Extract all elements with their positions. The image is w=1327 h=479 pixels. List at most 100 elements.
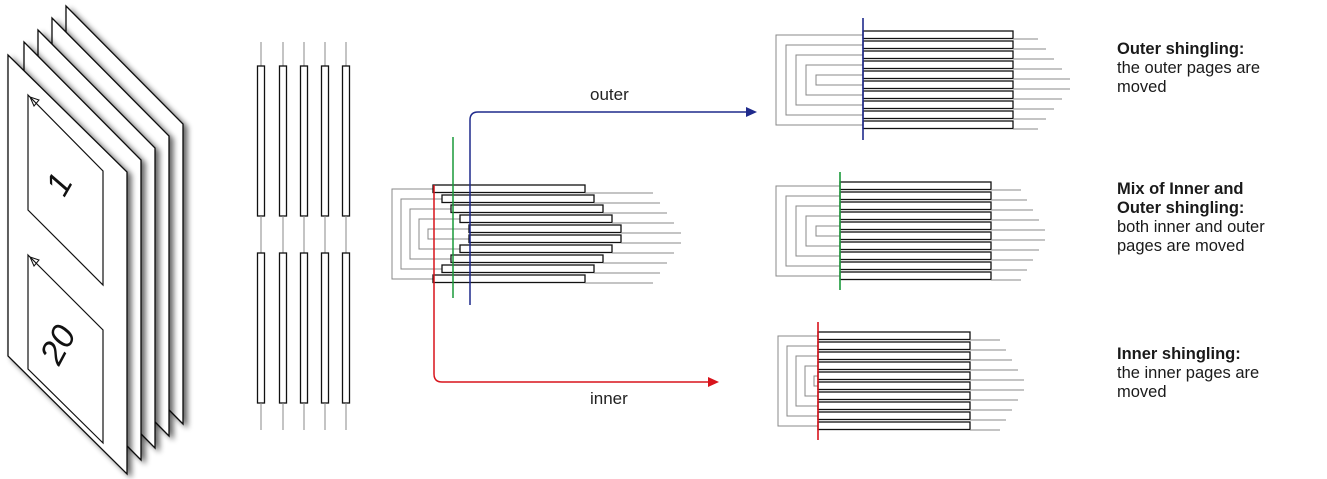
inner-description: Inner shingling: the inner pages are mov… xyxy=(1117,345,1322,402)
arrow-head-icon xyxy=(708,377,719,387)
column-sheet xyxy=(278,65,288,217)
fold-wire xyxy=(815,225,840,237)
fold-wire xyxy=(775,185,840,277)
fold-wire xyxy=(400,198,442,270)
signature-sheet xyxy=(862,70,1014,80)
signature-sheet xyxy=(839,271,992,281)
description-title: Mix of Inner and xyxy=(1117,180,1244,198)
fold-wire xyxy=(804,365,818,397)
signature-sheet xyxy=(468,234,622,244)
description-title: Inner shingling: xyxy=(1117,345,1241,363)
inner-label: inner xyxy=(590,389,628,408)
corner-mark-icon xyxy=(29,256,40,267)
fold-wire xyxy=(795,54,863,106)
column-sheet xyxy=(299,65,309,217)
fold-wire xyxy=(409,208,451,260)
description-body: the outer pages are xyxy=(1117,59,1261,77)
description-body: moved xyxy=(1117,78,1167,96)
fold-wire xyxy=(775,34,863,126)
description-body: both inner and outer xyxy=(1117,218,1265,236)
signature-sheet xyxy=(459,214,613,224)
fold-wire xyxy=(815,74,863,86)
description-title: Outer shingling: xyxy=(1117,199,1245,217)
signature-sheet xyxy=(450,204,604,214)
inner-arrow xyxy=(433,185,719,387)
fold-wire xyxy=(427,228,469,240)
description-title: Outer shingling: xyxy=(1117,40,1245,58)
description-body: moved xyxy=(1117,383,1167,401)
fold-wire xyxy=(795,205,840,257)
signature-sheet xyxy=(839,211,992,221)
column-sheet xyxy=(278,252,288,404)
mix-description: Mix of Inner and Outer shingling: both i… xyxy=(1117,180,1322,256)
column-sheet xyxy=(341,252,351,404)
arrow-head-icon xyxy=(746,107,757,117)
signature-sheet xyxy=(839,231,992,241)
signature-sheet xyxy=(432,274,586,284)
signature-sheet xyxy=(862,80,1014,90)
signature-sheet xyxy=(441,264,595,274)
signature-sheet xyxy=(839,251,992,261)
column-sheet xyxy=(256,252,266,404)
combined-signature xyxy=(391,184,681,284)
mix-result-signature xyxy=(775,172,1045,290)
description-body: the inner pages are xyxy=(1117,364,1260,382)
signature-sheet xyxy=(468,224,622,234)
signature-sheet xyxy=(839,241,992,251)
signature-sheet xyxy=(817,401,971,411)
signature-sheet xyxy=(862,100,1014,110)
signature-sheet xyxy=(817,411,971,421)
outer-result-signature xyxy=(775,18,1070,140)
signature-sheet xyxy=(432,184,586,194)
page-frame-top xyxy=(27,93,104,287)
fold-wire xyxy=(786,345,818,417)
signature-sheet xyxy=(441,194,595,204)
signature-sheet xyxy=(839,191,992,201)
signature-sheet xyxy=(817,331,971,341)
signature-sheet xyxy=(839,181,992,191)
signature-sheet xyxy=(817,361,971,371)
signature-sheet xyxy=(839,261,992,271)
signature-sheet xyxy=(817,371,971,381)
sheet-stack: 1 20 xyxy=(7,4,184,476)
column-sheet xyxy=(341,65,351,217)
corner-mark-icon xyxy=(29,96,40,107)
signature-sheet xyxy=(862,60,1014,70)
fold-wire xyxy=(805,64,863,96)
inner-result-signature xyxy=(777,322,1024,440)
signature-sheet xyxy=(862,110,1014,120)
signature-sheet xyxy=(459,244,613,254)
signature-sheet xyxy=(817,351,971,361)
signature-sheet xyxy=(862,40,1014,50)
signature-sheet xyxy=(862,90,1014,100)
column-sheet xyxy=(320,65,330,217)
sheet-columns xyxy=(256,42,351,430)
fold-wire xyxy=(785,44,863,116)
description-body: pages are moved xyxy=(1117,237,1245,255)
signature-sheet xyxy=(450,254,604,264)
signature-sheet xyxy=(862,30,1014,40)
column-sheet xyxy=(256,65,266,217)
column-sheet xyxy=(320,252,330,404)
signature-sheet xyxy=(817,421,971,431)
signature-sheet xyxy=(862,120,1014,130)
fold-wire xyxy=(795,355,818,407)
fold-wire xyxy=(777,335,818,427)
signature-sheet xyxy=(817,381,971,391)
page-frame-bottom xyxy=(27,253,104,445)
fold-wire xyxy=(391,188,433,280)
sheet-front xyxy=(7,53,128,476)
signature-sheet xyxy=(839,221,992,231)
signature-sheet xyxy=(817,341,971,351)
fold-wire xyxy=(813,375,818,387)
outer-label: outer xyxy=(590,85,629,104)
fold-wire xyxy=(805,215,840,247)
signature-sheet xyxy=(817,391,971,401)
outer-description: Outer shingling: the outer pages are mov… xyxy=(1117,40,1322,97)
signature-sheet xyxy=(862,50,1014,60)
fold-wire xyxy=(418,218,460,250)
fold-wire xyxy=(785,195,840,267)
outer-arrow xyxy=(469,107,757,305)
signature-sheet xyxy=(839,201,992,211)
